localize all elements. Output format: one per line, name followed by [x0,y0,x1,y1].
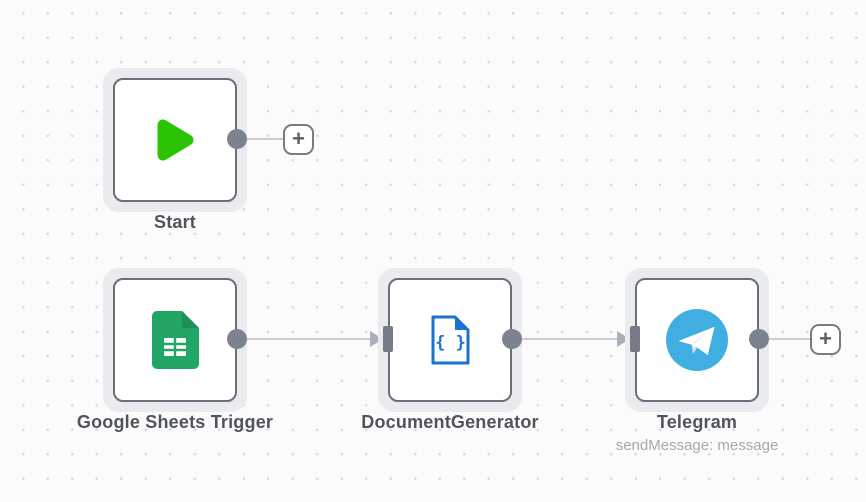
google-sheets-icon [152,311,199,369]
node-label-start: Start [153,212,196,232]
output-endpoint-google-sheets-trigger[interactable] [227,329,247,349]
json-document-icon: { } [431,315,470,365]
node-telegram-box[interactable] [635,278,759,402]
output-endpoint-telegram[interactable] [749,329,769,349]
node-start-box[interactable] [113,78,237,202]
node-document-generator[interactable]: { } [378,268,522,412]
node-sublabel-telegram: sendMessage: message [615,437,779,454]
node-start[interactable] [103,68,247,212]
node-document-generator-box[interactable]: { } [388,278,512,402]
node-google-sheets-trigger-box[interactable] [113,278,237,402]
output-endpoint-start[interactable] [227,129,247,149]
plus-icon: + [819,325,832,351]
connection-sheets-to-documentgenerator[interactable] [237,338,371,340]
node-telegram[interactable] [625,268,769,412]
telegram-icon [666,309,728,371]
node-label-document-generator: DocumentGenerator [361,412,539,432]
play-icon [157,119,194,161]
node-label-telegram: Telegram [656,412,738,432]
input-endpoint-document-generator[interactable] [383,326,393,352]
braces-glyph: { } [435,333,466,353]
connection-start-to-add[interactable] [237,138,285,140]
node-label-google-sheets-trigger: Google Sheets Trigger [76,412,274,432]
input-endpoint-telegram[interactable] [630,326,640,352]
connection-documentgenerator-to-telegram[interactable] [512,338,618,340]
output-endpoint-document-generator[interactable] [502,329,522,349]
add-node-button[interactable]: + [283,124,314,155]
plus-icon: + [292,125,305,151]
add-node-button[interactable]: + [810,324,841,355]
node-google-sheets-trigger[interactable] [103,268,247,412]
connection-telegram-to-add[interactable] [759,338,811,340]
